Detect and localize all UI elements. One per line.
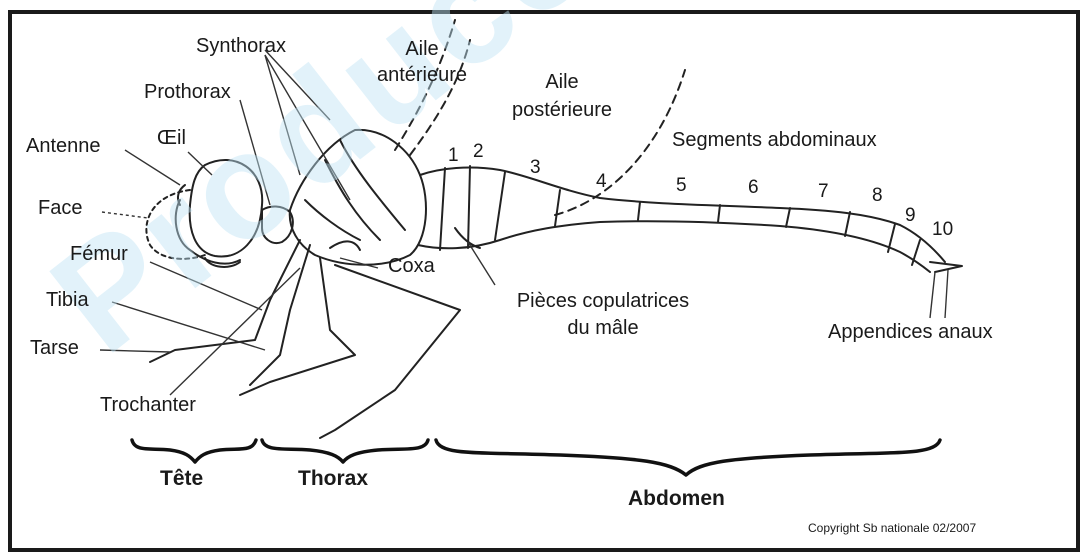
label-coxa: Coxa [388,256,435,276]
segment-number: 10 [932,220,953,239]
region-abdomen: Abdomen [628,488,725,509]
segment-number: 2 [473,142,484,161]
label-aile-anterieure: Aile antérieure [372,36,472,88]
label-appendices-anaux: Appendices anaux [828,322,993,342]
segment-number: 6 [748,178,759,197]
label-oeil: Œil [157,128,186,148]
copyright-notice: Copyright Sb nationale 02/2007 [808,522,976,534]
segment-number: 5 [676,176,687,195]
label-femur: Fémur [70,244,128,264]
label-antenne: Antenne [26,136,101,156]
segment-number: 7 [818,182,829,201]
label-tibia: Tibia [46,290,89,310]
segment-number: 4 [596,172,607,191]
label-aile-posterieure: Aile postérieure [497,68,627,124]
label-pieces-copulatrices: Pièces copulatrices du mâle [488,288,718,342]
label-tarse: Tarse [30,338,79,358]
segment-number: 8 [872,186,883,205]
segment-number: 3 [530,158,541,177]
segment-number: 9 [905,206,916,225]
label-prothorax: Prothorax [144,82,231,102]
label-trochanter: Trochanter [100,395,196,415]
label-synthorax: Synthorax [196,36,286,56]
segment-number: 1 [448,146,459,165]
label-segments-abdominaux: Segments abdominaux [672,130,877,150]
region-thorax: Thorax [298,468,368,489]
region-tete: Tête [160,468,203,489]
label-face: Face [38,198,82,218]
